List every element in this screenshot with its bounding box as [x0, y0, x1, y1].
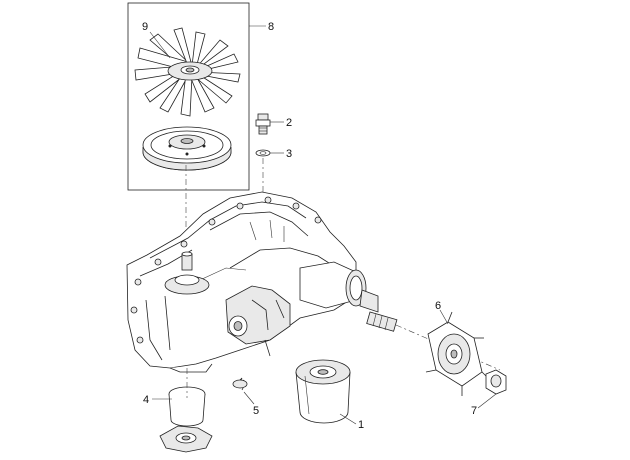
sealing-washer — [255, 149, 271, 157]
vent-fitting — [255, 113, 271, 135]
callout-3: 3 — [286, 148, 292, 160]
oil-filter — [295, 359, 351, 424]
bypass-spring — [232, 377, 248, 391]
callout-8: 8 — [268, 21, 274, 33]
filter-adapter — [159, 386, 213, 453]
pulley — [142, 126, 232, 171]
leader-lines — [149, 25, 497, 425]
wheel-hub — [425, 311, 491, 396]
callout-7: 7 — [471, 405, 477, 417]
cooling-fan — [134, 27, 241, 117]
transaxle-housing — [126, 191, 398, 373]
callout-5: 5 — [253, 405, 259, 417]
hub-nut — [485, 369, 507, 395]
callout-6: 6 — [435, 300, 441, 312]
callout-1: 1 — [358, 419, 364, 431]
callout-2: 2 — [286, 117, 292, 129]
callout-4: 4 — [143, 394, 149, 406]
callout-9: 9 — [142, 21, 148, 33]
